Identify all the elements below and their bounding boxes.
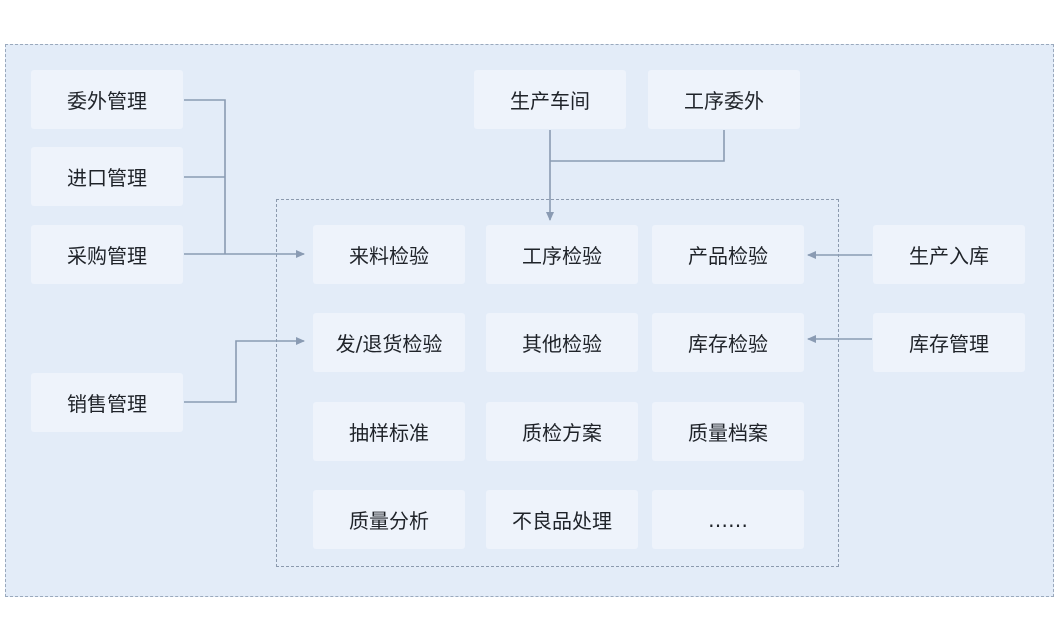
module-sampling-standard: 抽样标准 (313, 402, 465, 461)
node-outsource-management: 委外管理 (31, 70, 183, 129)
node-production-warehousing: 生产入库 (873, 225, 1025, 284)
node-production-workshop: 生产车间 (474, 70, 626, 129)
quality-module-boundary (276, 199, 839, 567)
module-quality-archive: 质量档案 (652, 402, 804, 461)
module-defect-handling: 不良品处理 (486, 490, 638, 549)
node-sales-management: 销售管理 (31, 373, 183, 432)
module-more: …… (652, 490, 804, 549)
module-shipment-return-inspection: 发/退货检验 (313, 313, 465, 372)
module-incoming-inspection: 来料检验 (313, 225, 465, 284)
connector-sales-to-return (184, 337, 305, 403)
node-purchase-management: 采购管理 (31, 225, 183, 284)
node-process-outsource: 工序委外 (648, 70, 800, 129)
module-inspection-plan: 质检方案 (486, 402, 638, 461)
module-product-inspection: 产品检验 (652, 225, 804, 284)
connector-outsource (184, 99, 226, 254)
module-other-inspection: 其他检验 (486, 313, 638, 372)
node-inventory-management: 库存管理 (873, 313, 1025, 372)
connector-outsource-process (550, 130, 725, 162)
module-quality-analysis: 质量分析 (313, 490, 465, 549)
module-process-inspection: 工序检验 (486, 225, 638, 284)
module-inventory-inspection: 库存检验 (652, 313, 804, 372)
node-import-management: 进口管理 (31, 147, 183, 206)
